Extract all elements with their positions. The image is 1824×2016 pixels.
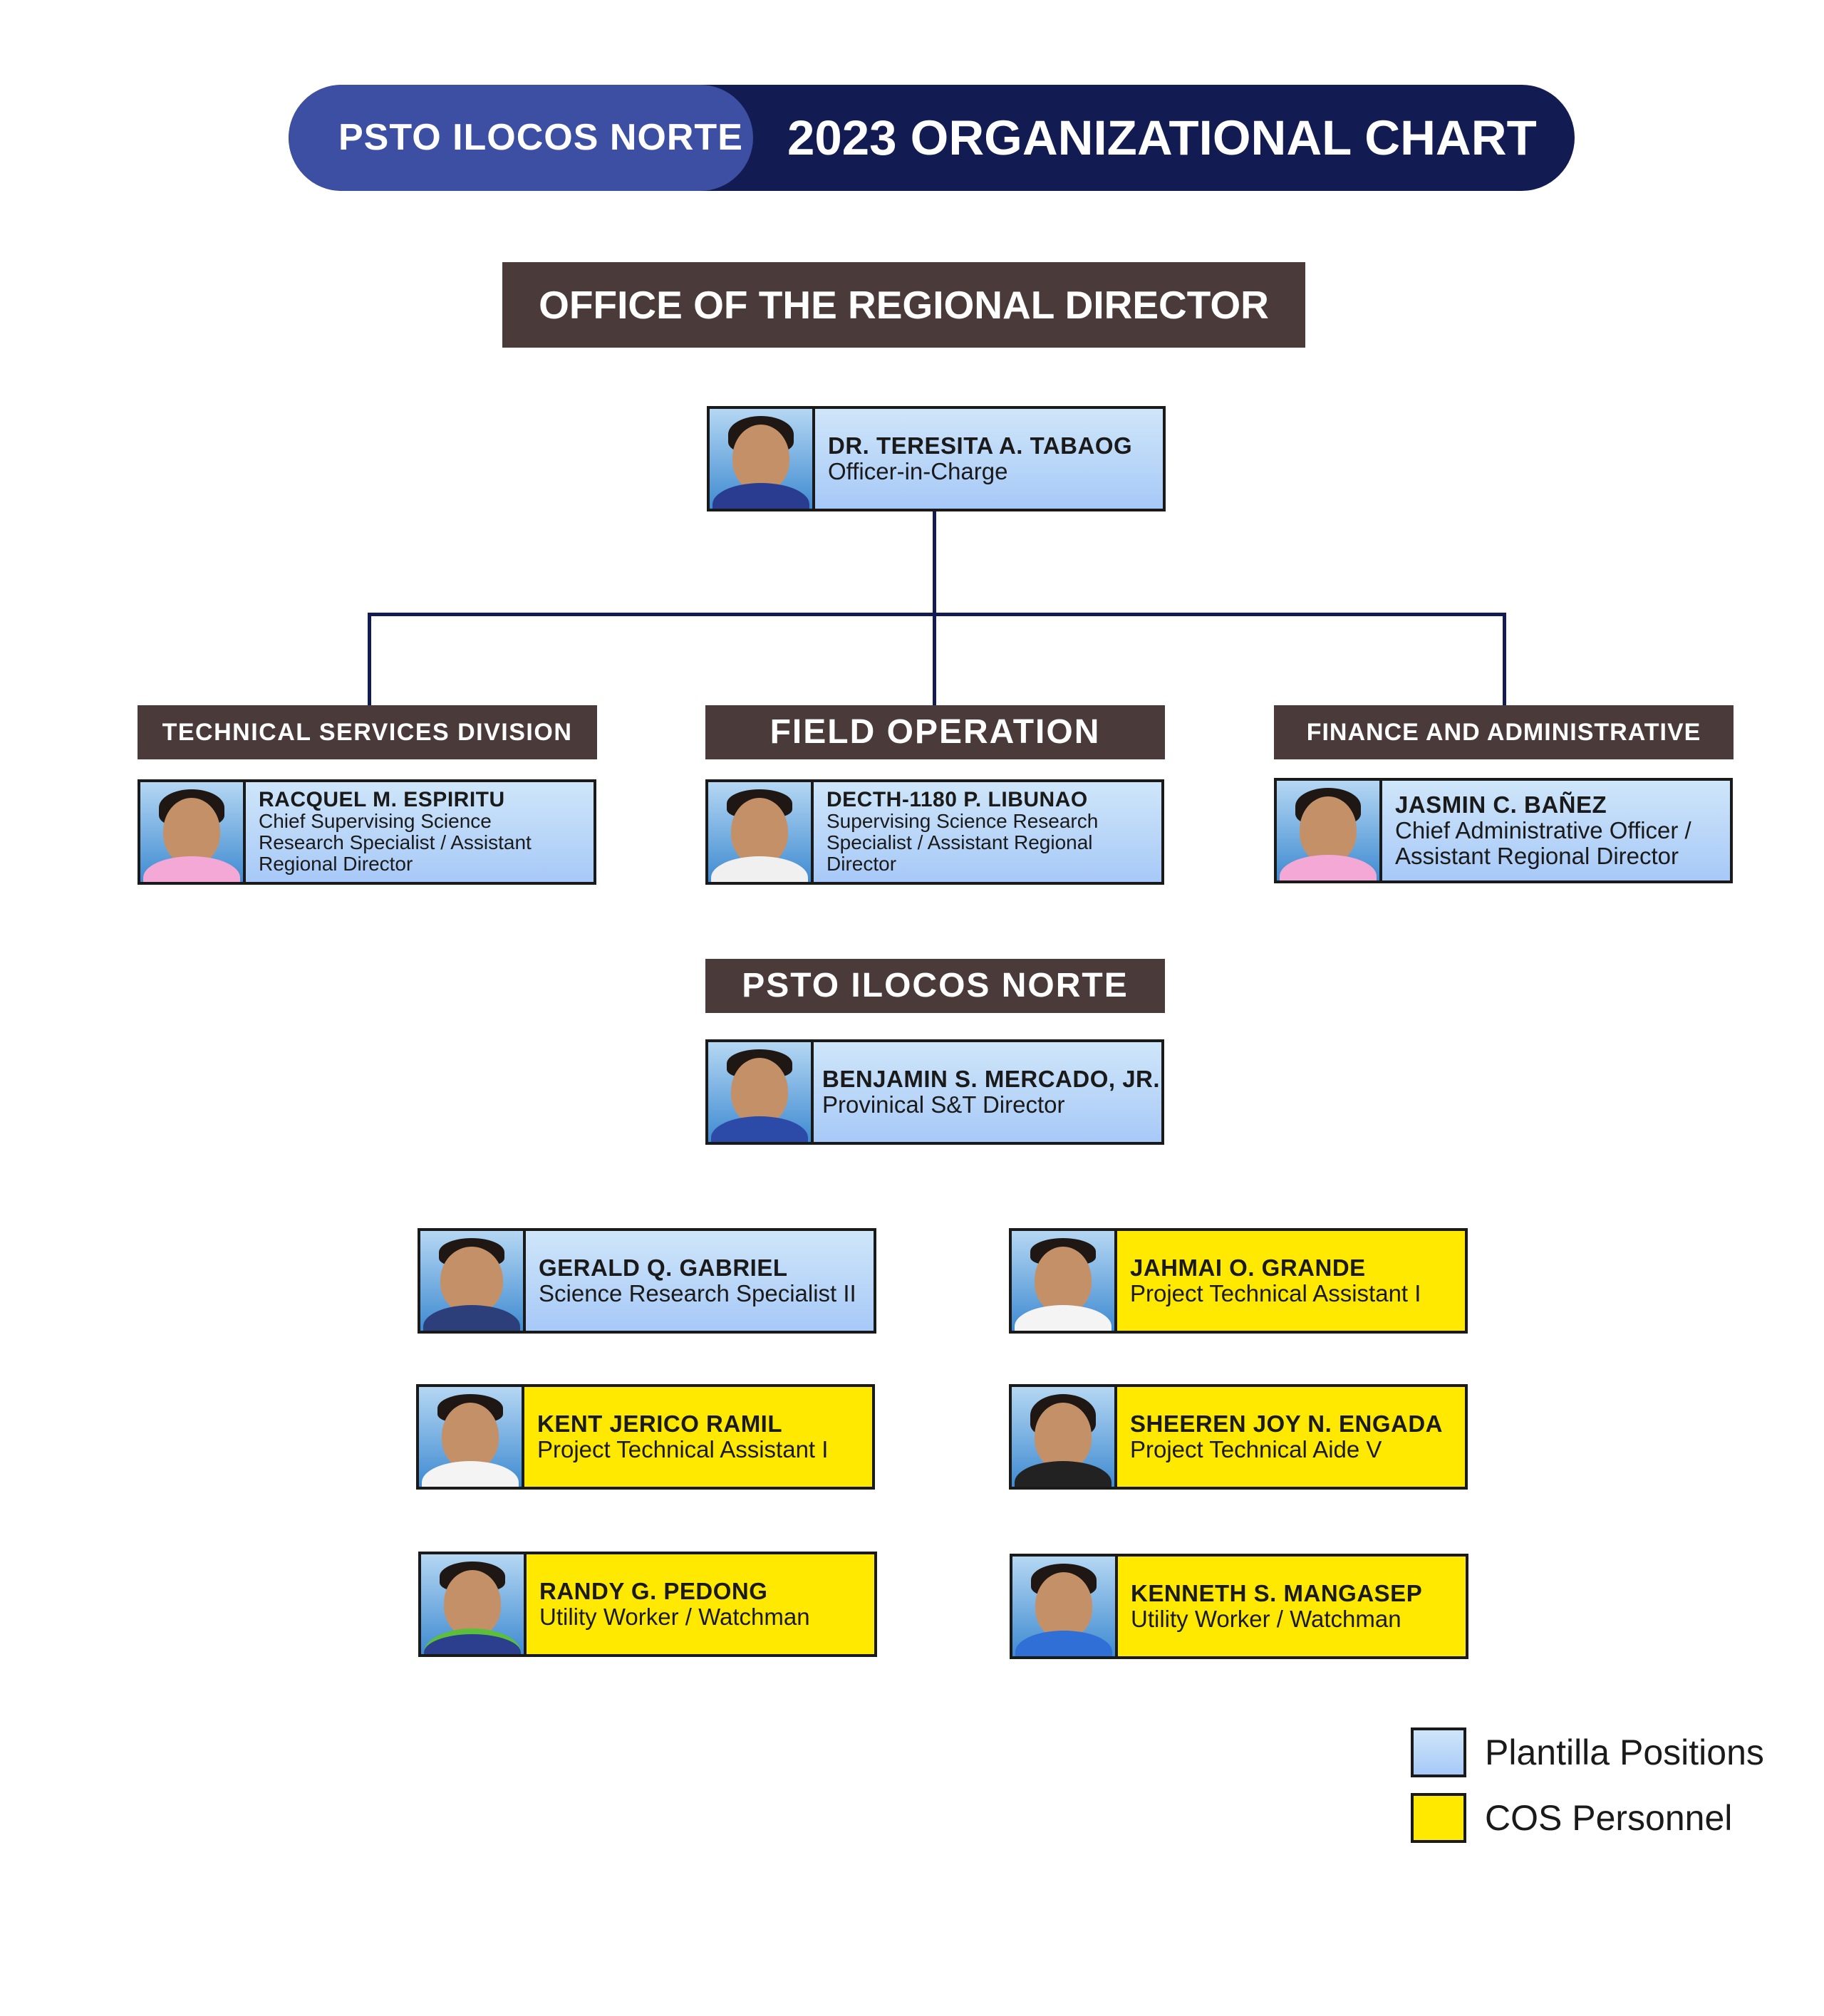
person-name: KENT JERICO RAMIL bbox=[537, 1410, 783, 1437]
person-role: Research Specialist / Assistant bbox=[259, 831, 532, 853]
division-header-technical: TECHNICAL SERVICES DIVISION bbox=[138, 705, 597, 759]
person-role: Utility Worker / Watchman bbox=[1131, 1606, 1401, 1632]
person-name: RACQUEL M. ESPIRITU bbox=[259, 788, 505, 811]
person-photo bbox=[420, 1231, 526, 1331]
person-photo bbox=[419, 1387, 524, 1487]
staff-card: KENNETH S. MANGASEP Utility Worker / Wat… bbox=[1010, 1554, 1468, 1659]
person-name: BENJAMIN S. MERCADO, JR. bbox=[822, 1066, 1161, 1092]
person-photo bbox=[708, 782, 814, 882]
person-role: Utility Worker / Watchman bbox=[539, 1604, 810, 1630]
connector-vertical-main bbox=[933, 511, 936, 705]
director-name: DR. TERESITA A. TABAOG bbox=[828, 432, 1133, 459]
person-role: Assistant Regional Director bbox=[1395, 843, 1679, 869]
psto-head-card: BENJAMIN S. MERCADO, JR. Provinical S&T … bbox=[705, 1039, 1164, 1145]
person-name: JAHMAI O. GRANDE bbox=[1130, 1254, 1366, 1281]
person-name: DECTH-1180 P. LIBUNAO bbox=[826, 788, 1088, 811]
title-banner: PSTO ILOCOS NORTE 2023 ORGANIZATIONAL CH… bbox=[289, 85, 1575, 191]
connector-left bbox=[368, 613, 371, 705]
connector-right bbox=[1503, 613, 1506, 705]
staff-card: JAHMAI O. GRANDE Project Technical Assis… bbox=[1009, 1228, 1468, 1334]
person-role: Supervising Science Research bbox=[826, 810, 1099, 832]
legend-swatch-plantilla bbox=[1411, 1727, 1466, 1777]
division-card-technical: RACQUEL M. ESPIRITU Chief Supervising Sc… bbox=[138, 779, 596, 885]
office-header: OFFICE OF THE REGIONAL DIRECTOR bbox=[502, 262, 1305, 348]
person-role: Project Technical Assistant I bbox=[537, 1436, 829, 1462]
person-name: SHEEREN JOY N. ENGADA bbox=[1130, 1410, 1443, 1437]
staff-card: KENT JERICO RAMIL Project Technical Assi… bbox=[416, 1384, 875, 1490]
legend-label-plantilla: Plantilla Positions bbox=[1485, 1732, 1764, 1772]
person-name: KENNETH S. MANGASEP bbox=[1131, 1580, 1423, 1606]
legend-item-cos: COS Personnel bbox=[1411, 1793, 1732, 1843]
title-banner-office: PSTO ILOCOS NORTE bbox=[289, 85, 753, 191]
connector-horizontal bbox=[368, 613, 1506, 616]
chart-title: 2023 ORGANIZATIONAL CHART bbox=[787, 110, 1537, 165]
office-label: PSTO ILOCOS NORTE bbox=[338, 117, 743, 158]
division-header-finance: FINANCE AND ADMINISTRATIVE bbox=[1274, 705, 1734, 759]
person-role: Provinical S&T Director bbox=[822, 1091, 1065, 1118]
psto-header: PSTO ILOCOS NORTE bbox=[705, 959, 1165, 1013]
person-photo bbox=[421, 1554, 527, 1654]
person-photo bbox=[1277, 781, 1382, 880]
person-photo bbox=[1012, 1557, 1118, 1656]
person-role: Project Technical Aide V bbox=[1130, 1436, 1382, 1462]
person-photo bbox=[140, 782, 246, 882]
person-role: Chief Supervising Science bbox=[259, 810, 492, 832]
staff-card: GERALD Q. GABRIEL Science Research Speci… bbox=[418, 1228, 876, 1334]
person-name: RANDY G. PEDONG bbox=[539, 1578, 768, 1604]
legend-swatch-cos bbox=[1411, 1793, 1466, 1843]
person-name: GERALD Q. GABRIEL bbox=[539, 1254, 788, 1281]
person-role: Project Technical Assistant I bbox=[1130, 1280, 1421, 1306]
division-card-field: DECTH-1180 P. LIBUNAO Supervising Scienc… bbox=[705, 779, 1164, 885]
person-role: Director bbox=[826, 853, 897, 875]
director-card: DR. TERESITA A. TABAOG Officer-in-Charge bbox=[707, 406, 1166, 511]
person-role: Specialist / Assistant Regional bbox=[826, 831, 1093, 853]
person-role: Regional Director bbox=[259, 853, 413, 875]
staff-card: SHEEREN JOY N. ENGADA Project Technical … bbox=[1009, 1384, 1468, 1490]
director-role: Officer-in-Charge bbox=[828, 458, 1008, 484]
legend-label-cos: COS Personnel bbox=[1485, 1798, 1733, 1838]
person-photo bbox=[1012, 1231, 1117, 1331]
division-header-field: FIELD OPERATION bbox=[705, 705, 1165, 759]
division-card-finance: JASMIN C. BAÑEZ Chief Administrative Off… bbox=[1274, 778, 1733, 883]
person-role: Chief Administrative Officer / bbox=[1395, 817, 1691, 843]
person-photo bbox=[1012, 1387, 1117, 1487]
person-name: JASMIN C. BAÑEZ bbox=[1395, 791, 1607, 818]
person-role: Science Research Specialist II bbox=[539, 1280, 856, 1306]
director-photo bbox=[710, 409, 815, 509]
person-photo bbox=[708, 1042, 814, 1142]
staff-card: RANDY G. PEDONG Utility Worker / Watchma… bbox=[418, 1552, 877, 1657]
legend-item-plantilla: Plantilla Positions bbox=[1411, 1727, 1764, 1777]
